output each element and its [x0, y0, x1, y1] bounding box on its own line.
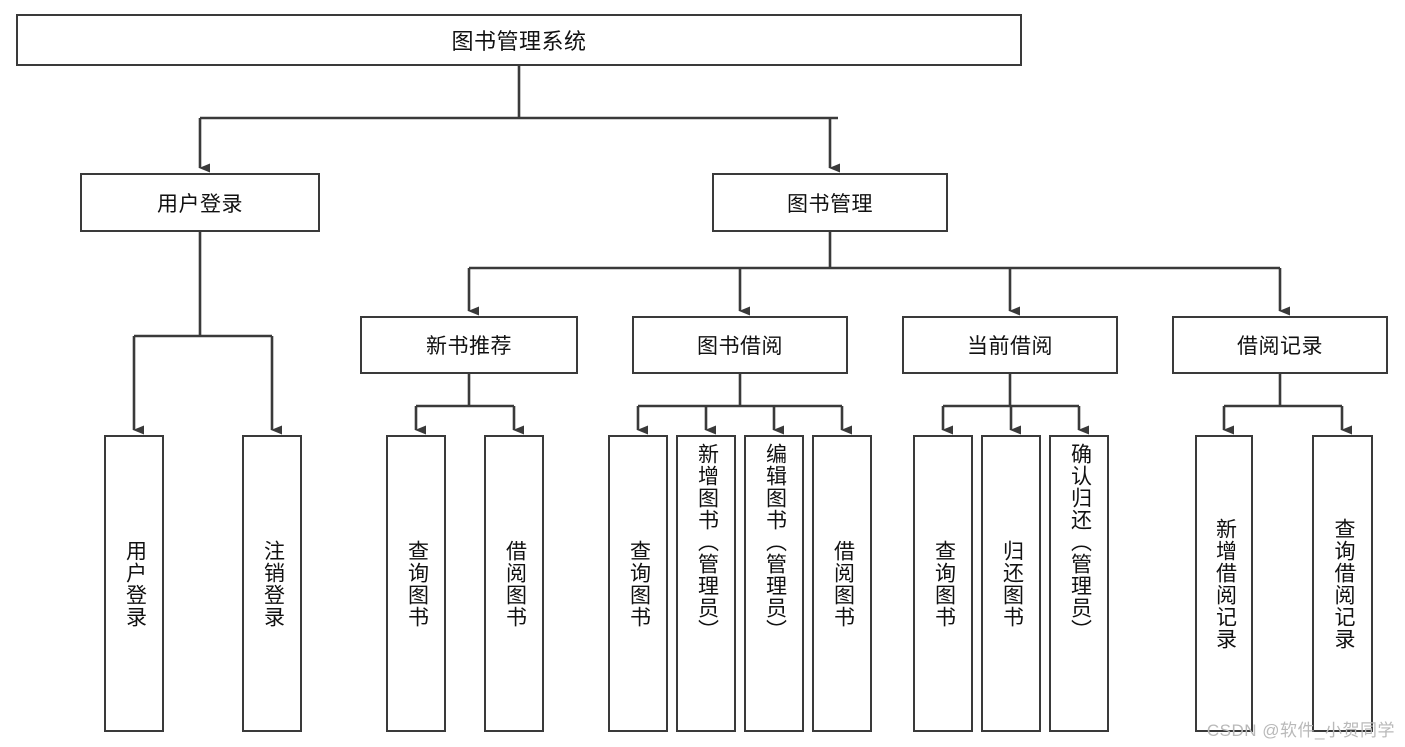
leaf-label: 查询图书 — [932, 539, 956, 628]
leaf-label: 查询图书 — [405, 539, 429, 628]
leaf-add-borrow-record[interactable]: 新增借阅记录 — [1195, 435, 1253, 732]
leaf-logout[interactable]: 注销登录 — [242, 435, 302, 732]
leaf-label: 查询借阅记录 — [1331, 517, 1355, 650]
leaf-user-login[interactable]: 用户登录 — [104, 435, 164, 732]
node-book-borrow[interactable]: 图书借阅 — [632, 316, 848, 374]
leaf-label: 借阅图书 — [503, 539, 527, 628]
leaf-edit-book-admin[interactable]: 编辑图书（管理员） — [744, 435, 804, 732]
leaf-label: 查询图书 — [627, 539, 651, 628]
leaf-borrow-books[interactable]: 借阅图书 — [812, 435, 872, 732]
leaf-label: 用户登录 — [123, 539, 147, 628]
leaf-add-book-admin[interactable]: 新增图书（管理员） — [676, 435, 736, 732]
leaf-label: 借阅图书 — [831, 539, 855, 628]
watermark: CSDN @软件_小贺同学 — [1206, 721, 1395, 740]
node-borrow-records[interactable]: 借阅记录 — [1172, 316, 1388, 374]
leaf-return-books[interactable]: 归还图书 — [981, 435, 1041, 732]
node-user-login-label: 用户登录 — [157, 192, 243, 216]
leaf-label: 编辑图书（管理员） — [763, 443, 787, 641]
leaf-label: 归还图书 — [1000, 539, 1024, 628]
node-current-borrow-label: 当前借阅 — [967, 335, 1053, 358]
node-book-management[interactable]: 图书管理 — [712, 173, 948, 232]
leaf-query-books-borrow[interactable]: 查询图书 — [608, 435, 668, 732]
leaf-borrow-books-recommend[interactable]: 借阅图书 — [484, 435, 544, 732]
node-current-borrow[interactable]: 当前借阅 — [902, 316, 1118, 374]
node-user-login[interactable]: 用户登录 — [80, 173, 320, 232]
leaf-confirm-return-admin[interactable]: 确认归还（管理员） — [1049, 435, 1109, 732]
leaf-query-books-recommend[interactable]: 查询图书 — [386, 435, 446, 732]
node-root[interactable]: 图书管理系统 — [16, 14, 1022, 66]
leaf-label: 注销登录 — [261, 539, 285, 628]
node-new-book-recommend[interactable]: 新书推荐 — [360, 316, 578, 374]
leaf-label: 新增图书（管理员） — [695, 443, 719, 641]
node-book-borrow-label: 图书借阅 — [697, 335, 783, 358]
node-new-book-recommend-label: 新书推荐 — [426, 335, 512, 358]
leaf-query-books-current[interactable]: 查询图书 — [913, 435, 973, 732]
leaf-label: 新增借阅记录 — [1213, 517, 1237, 650]
leaf-query-borrow-record[interactable]: 查询借阅记录 — [1312, 435, 1373, 732]
node-root-label: 图书管理系统 — [451, 29, 587, 54]
node-book-management-label: 图书管理 — [787, 192, 873, 216]
leaf-label: 确认归还（管理员） — [1068, 443, 1092, 641]
node-borrow-records-label: 借阅记录 — [1237, 335, 1323, 358]
